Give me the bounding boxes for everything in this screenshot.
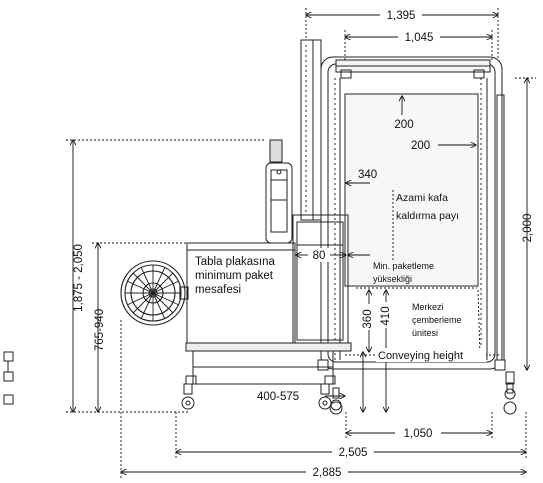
strap-coil-reel: [120, 260, 189, 326]
label-tabla-line3: mesafesi: [195, 284, 241, 296]
dimension-texts: 1,395 1,045 200 200 340 80 2,000 1,875 -…: [73, 8, 534, 479]
dim-360: 360: [362, 309, 374, 328]
label-azami-line1: Azami kafa: [396, 192, 448, 204]
dim-clearance-side: 200: [411, 140, 430, 152]
dim-410: 410: [380, 306, 392, 325]
dim-top-width: 1,395: [387, 10, 416, 22]
machine-outline: [300, 39, 505, 370]
label-tabla-line1: Tabla plakasına: [195, 256, 276, 268]
control-tower: [265, 139, 293, 244]
dim-2505: 2,505: [339, 447, 368, 459]
package-area: [346, 95, 477, 285]
annotation-texts: Azami kafa kaldırma payı Tabla plakasına…: [193, 192, 486, 362]
label-merkezi-line3: ünitesi: [412, 328, 438, 338]
label-azami-line2: kaldırma payı: [396, 210, 459, 222]
dim-80: 80: [313, 250, 326, 262]
dim-inner-width: 1,045: [405, 32, 434, 44]
label-conveying: Conveying height: [378, 350, 463, 362]
dim-height-right: 2,000: [522, 214, 534, 243]
label-merkezi-line1: Merkezi: [412, 302, 444, 312]
table-body: [181, 214, 517, 415]
dim-1050: 1,050: [404, 428, 433, 440]
arch-feet: [317, 359, 516, 411]
dim-400-575: 400-575: [257, 391, 299, 403]
dim-2885: 2,885: [313, 467, 342, 479]
label-tabla-line2: minimum paket: [195, 270, 274, 282]
dim-340: 340: [358, 169, 377, 181]
side-bracket-left: [3, 351, 14, 405]
dim-height-left: 1,875 - 2,050: [73, 244, 85, 312]
label-min-line1: Min. paketleme: [373, 261, 434, 271]
dim-clearance-top: 200: [394, 119, 413, 131]
label-min-line2: yüksekliği: [373, 274, 412, 284]
label-merkezi-line2: çemberleme: [412, 315, 462, 325]
dim-table-height: 765-940: [94, 309, 106, 351]
